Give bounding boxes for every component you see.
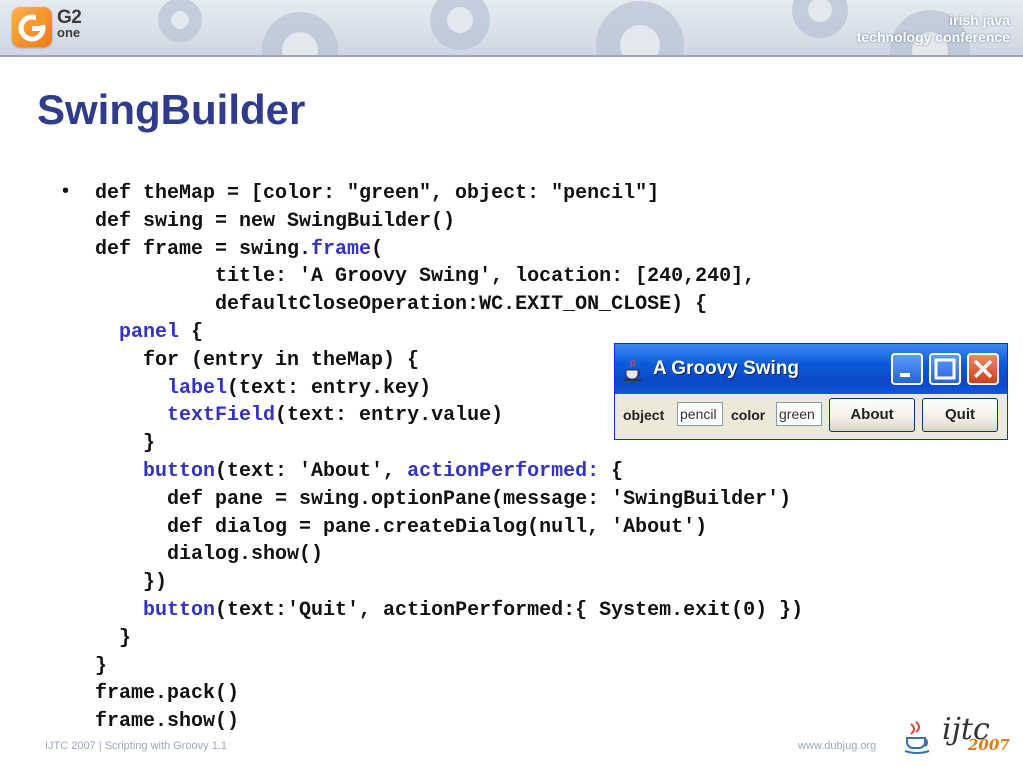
code-line: for (entry in theMap) { [95, 347, 803, 375]
code-line: title: 'A Groovy Swing', location: [240,… [95, 263, 803, 291]
g2one-logo-icon [12, 7, 52, 47]
code-keyword: frame [311, 237, 372, 261]
java-cup-icon [624, 359, 641, 381]
code-text: def pane = swing.optionPane(message: 'Sw… [95, 487, 792, 511]
code-keyword: button [143, 459, 216, 483]
code-text: def frame = swing. [95, 237, 312, 261]
header-band: G2 one irish java technology conference [0, 0, 1023, 57]
ijtc-logo: ijtc [942, 712, 990, 747]
code-line: defaultCloseOperation:WC.EXIT_ON_CLOSE) … [95, 291, 803, 319]
code-text [95, 377, 167, 400]
minimize-button[interactable] [891, 353, 923, 385]
close-button[interactable] [967, 353, 999, 385]
code-text: (text:'Quit', actionPerformed:{ System.e… [215, 598, 804, 622]
code-text: title: 'A Groovy Swing', location: [240,… [95, 265, 756, 289]
code-text: dialog.show() [95, 543, 324, 567]
code-line: }) [95, 569, 803, 597]
code-line: } [95, 653, 803, 681]
code-text: } [95, 432, 156, 456]
quit-button[interactable]: Quit [922, 398, 998, 432]
object-field[interactable]: pencil [677, 402, 723, 426]
ijtc-year: 2007 [968, 736, 1010, 754]
bullet-marker: • [62, 180, 70, 202]
conference-name: irish java technology conference [857, 12, 1010, 46]
conference-line-2: technology conference [856, 29, 1010, 45]
code-text: def swing = new SwingBuilder() [95, 209, 456, 233]
code-text: } [95, 626, 132, 650]
code-line: frame.pack() [95, 680, 803, 708]
code-keyword: actionPerformed: [407, 459, 600, 483]
color-label: color [731, 407, 766, 423]
slide-title: SwingBuilder [37, 86, 306, 133]
code-text: { [179, 320, 204, 344]
code-text: }) [95, 571, 168, 595]
code-text: (text: entry.value) [275, 404, 504, 428]
color-field[interactable]: green [776, 402, 822, 426]
code-block: def theMap = [color: "green", object: "p… [95, 180, 803, 736]
code-text: def theMap = [color: "green", object: "p… [95, 182, 660, 205]
footer-url[interactable]: www.dubjug.org [798, 740, 877, 752]
code-keyword: label [167, 376, 228, 400]
swing-window-title: A Groovy Swing [653, 358, 800, 379]
code-text: { [599, 459, 624, 483]
code-line: def pane = swing.optionPane(message: 'Sw… [95, 486, 803, 514]
code-text: defaultCloseOperation:WC.EXIT_ON_CLOSE) … [95, 293, 708, 317]
code-text: } [95, 654, 108, 678]
code-text [95, 404, 167, 427]
code-line: panel { [95, 319, 803, 347]
java-logo-icon [904, 721, 930, 754]
code-line: button(text:'Quit', actionPerformed:{ Sy… [95, 597, 803, 625]
code-keyword: textField [167, 404, 276, 428]
g2one-logo-text: G2 one [57, 7, 82, 41]
code-line: } [95, 625, 803, 653]
about-button[interactable]: About [829, 398, 915, 432]
code-line: def dialog = pane.createDialog(null, 'Ab… [95, 514, 803, 542]
conference-line-1: irish java [949, 12, 1010, 28]
logo-sub: one [57, 25, 81, 40]
code-line: frame.show() [95, 708, 803, 736]
code-line: label(text: entry.key) [95, 375, 803, 403]
code-line: button(text: 'About', actionPerformed: { [95, 458, 803, 486]
code-line: def theMap = [color: "green", object: "p… [95, 180, 803, 208]
object-label: object [623, 407, 665, 423]
code-text [95, 460, 143, 483]
logo-main: G2 [57, 7, 82, 28]
code-text: def dialog = pane.createDialog(null, 'Ab… [95, 515, 708, 539]
code-keyword: button [143, 598, 216, 622]
close-icon [973, 359, 993, 379]
maximize-button[interactable] [929, 353, 961, 385]
code-text: (text: 'About', [215, 459, 408, 483]
code-text: (text: entry.key) [227, 376, 432, 400]
code-text: frame.pack() [95, 682, 240, 706]
code-text: frame.show() [95, 710, 240, 734]
code-line: } [95, 430, 803, 458]
minimize-icon [900, 373, 910, 377]
code-line: def frame = swing.frame( [95, 236, 803, 264]
maximize-icon [934, 358, 956, 380]
code-line: def swing = new SwingBuilder() [95, 208, 803, 236]
swing-window-panel: object pencil color green About Quit [615, 394, 1007, 439]
code-text [95, 599, 143, 622]
code-line: textField(text: entry.value) [95, 402, 803, 430]
code-text: ( [371, 237, 384, 261]
gears-decoration-icon [158, 0, 970, 55]
swing-window-titlebar: A Groovy Swing [615, 344, 1007, 394]
code-keyword: panel [119, 320, 180, 344]
code-text [95, 321, 119, 344]
footer-left: IJTC 2007 | Scripting with Groovy 1.1 [45, 740, 227, 752]
swing-window: A Groovy Swing object pencil color green… [614, 343, 1008, 440]
code-line: dialog.show() [95, 541, 803, 569]
code-text: for (entry in theMap) { [95, 348, 420, 372]
